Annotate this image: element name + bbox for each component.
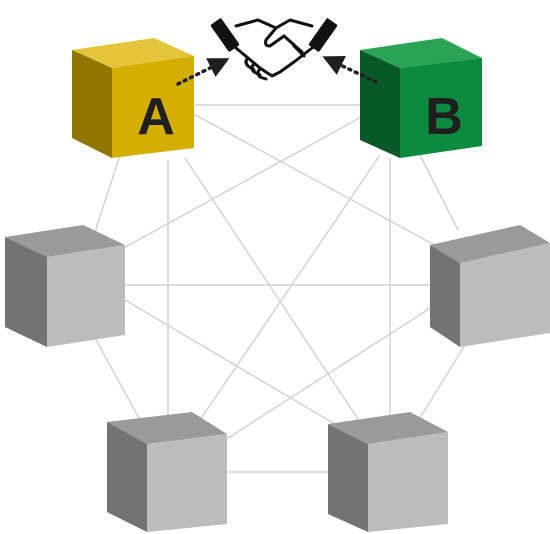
cube-front-face [400, 58, 482, 158]
node-bottom-left [107, 412, 227, 532]
cube-front-face [47, 245, 125, 347]
cube-front-face [147, 434, 227, 532]
cube-top-face [107, 412, 227, 444]
edge-a-left [94, 154, 121, 233]
cube-top-face [72, 38, 194, 68]
edge-left-bottomleft [94, 337, 141, 421]
edge-b-bottomleft [199, 154, 381, 421]
cube-top-face [430, 225, 550, 263]
edge-a-right [189, 111, 441, 249]
edge-b-right [419, 154, 459, 231]
cube-front-face [460, 243, 550, 347]
node-left [5, 225, 125, 347]
cube-side-face [360, 50, 400, 158]
arrow-b-to-handshake [322, 55, 378, 84]
cube-side-face [107, 422, 147, 532]
cube-top-face [5, 225, 125, 257]
network-connections [94, 104, 466, 473]
edge-right-bottomright [419, 344, 466, 419]
cube-top-face [328, 412, 448, 444]
edge-b-left [119, 114, 366, 251]
handshake-icon [210, 18, 338, 81]
arrow-a-to-handshake [176, 58, 230, 86]
node-right [430, 225, 550, 347]
cube-side-face [5, 237, 47, 347]
cube-side-face [72, 50, 112, 158]
cube-top-face [360, 38, 482, 68]
cube-side-face [328, 424, 368, 532]
node-b-label: B [425, 88, 463, 146]
edge-right-bottomleft [224, 304, 436, 441]
node-b: B [360, 38, 482, 158]
node-bottom-right [328, 412, 448, 532]
edge-left-bottomright [124, 299, 346, 431]
agreement-arrows [176, 55, 378, 86]
cube-front-face [368, 432, 448, 532]
node-a-label: A [137, 88, 175, 146]
cube-front-face [112, 56, 194, 158]
cube-side-face [430, 245, 460, 347]
node-a: A [72, 38, 194, 158]
edge-a-bottomright [184, 157, 361, 423]
